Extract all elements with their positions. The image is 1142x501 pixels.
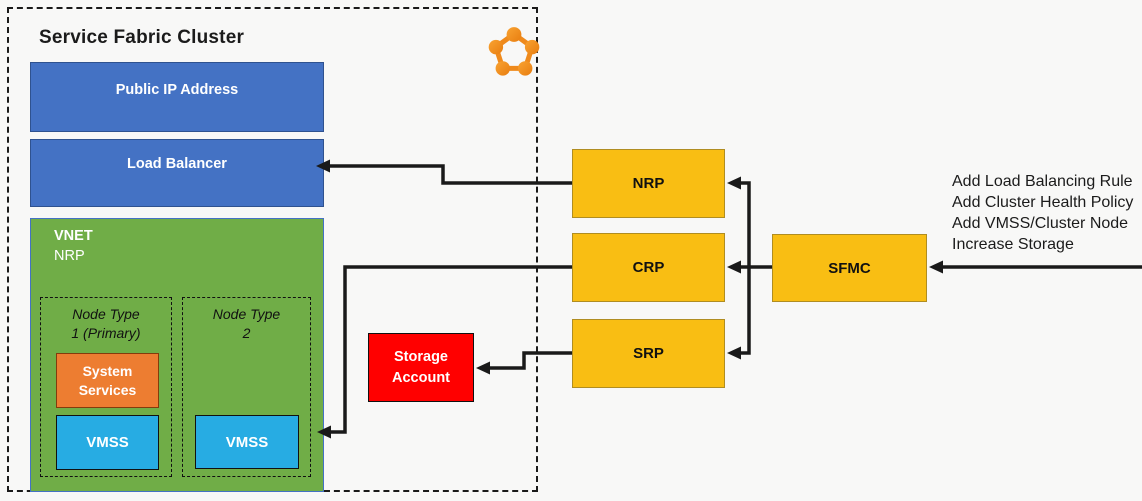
- vnet-title: VNET: [54, 228, 93, 244]
- system-services-label-line1: System: [82, 362, 133, 379]
- srp-box: SRP: [572, 319, 725, 388]
- storage-account-box: Storage Account: [368, 333, 474, 402]
- vnet-subtitle: NRP: [54, 248, 85, 264]
- vmss-2-box: VMSS: [195, 415, 299, 469]
- arrowhead-srp: [727, 346, 741, 360]
- nrp-box: NRP: [572, 149, 725, 218]
- node-type-1-label-line1: Node Type: [72, 306, 140, 322]
- node-type-1-label-line2: 1 (Primary): [71, 325, 141, 341]
- annotation-line-1: Add Load Balancing Rule: [952, 173, 1133, 190]
- vmss-2-label: VMSS: [225, 433, 269, 451]
- public-ip-box: Public IP Address: [30, 62, 324, 132]
- service-fabric-logo-icon: [488, 27, 540, 76]
- annotation-line-2: Add Cluster Health Policy: [952, 194, 1134, 211]
- public-ip-label: Public IP Address: [115, 82, 239, 98]
- storage-account-label-line1: Storage: [394, 348, 448, 365]
- sfmc-operations-annotation: Add Load Balancing Rule Add Cluster Heal…: [952, 171, 1133, 255]
- nrp-label: NRP: [632, 175, 665, 192]
- load-balancer-box: Load Balancer: [30, 139, 324, 207]
- node-type-2-label: Node Type 2: [183, 298, 310, 343]
- cluster-title: Service Fabric Cluster: [39, 27, 245, 48]
- annotation-line-3: Add VMSS/Cluster Node: [952, 215, 1129, 232]
- arrowhead-sfmc: [929, 260, 943, 274]
- node-type-2-label-line2: 2: [242, 325, 251, 341]
- crp-box: CRP: [572, 233, 725, 302]
- arrowhead-nrp: [727, 176, 741, 190]
- system-services-box: System Services: [56, 353, 159, 408]
- vmss-1-label: VMSS: [86, 434, 129, 451]
- load-balancer-label: Load Balancer: [127, 156, 227, 172]
- sfmc-box: SFMC: [772, 234, 927, 302]
- node-type-1-box: Node Type 1 (Primary) System Services VM…: [40, 297, 172, 477]
- arrowhead-crp: [727, 260, 741, 274]
- vmss-1-box: VMSS: [56, 415, 159, 470]
- srp-label: SRP: [633, 345, 664, 362]
- annotation-line-4: Increase Storage: [952, 236, 1074, 253]
- sfmc-label: SFMC: [828, 259, 871, 277]
- vnet-box: VNET NRP Node Type 1 (Primary) System Se…: [30, 218, 324, 492]
- connector-sfmc-to-providers-line: [740, 181, 772, 355]
- system-services-label-line2: Services: [78, 381, 137, 398]
- node-type-1-label: Node Type 1 (Primary): [41, 298, 171, 343]
- node-type-2-label-line1: Node Type: [212, 306, 281, 322]
- storage-account-label-line2: Account: [392, 369, 450, 386]
- node-type-2-box: Node Type 2 VMSS: [182, 297, 311, 477]
- service-fabric-cluster-box: Service Fabric Cluster Public IP Add: [7, 7, 540, 492]
- crp-label: CRP: [632, 259, 665, 276]
